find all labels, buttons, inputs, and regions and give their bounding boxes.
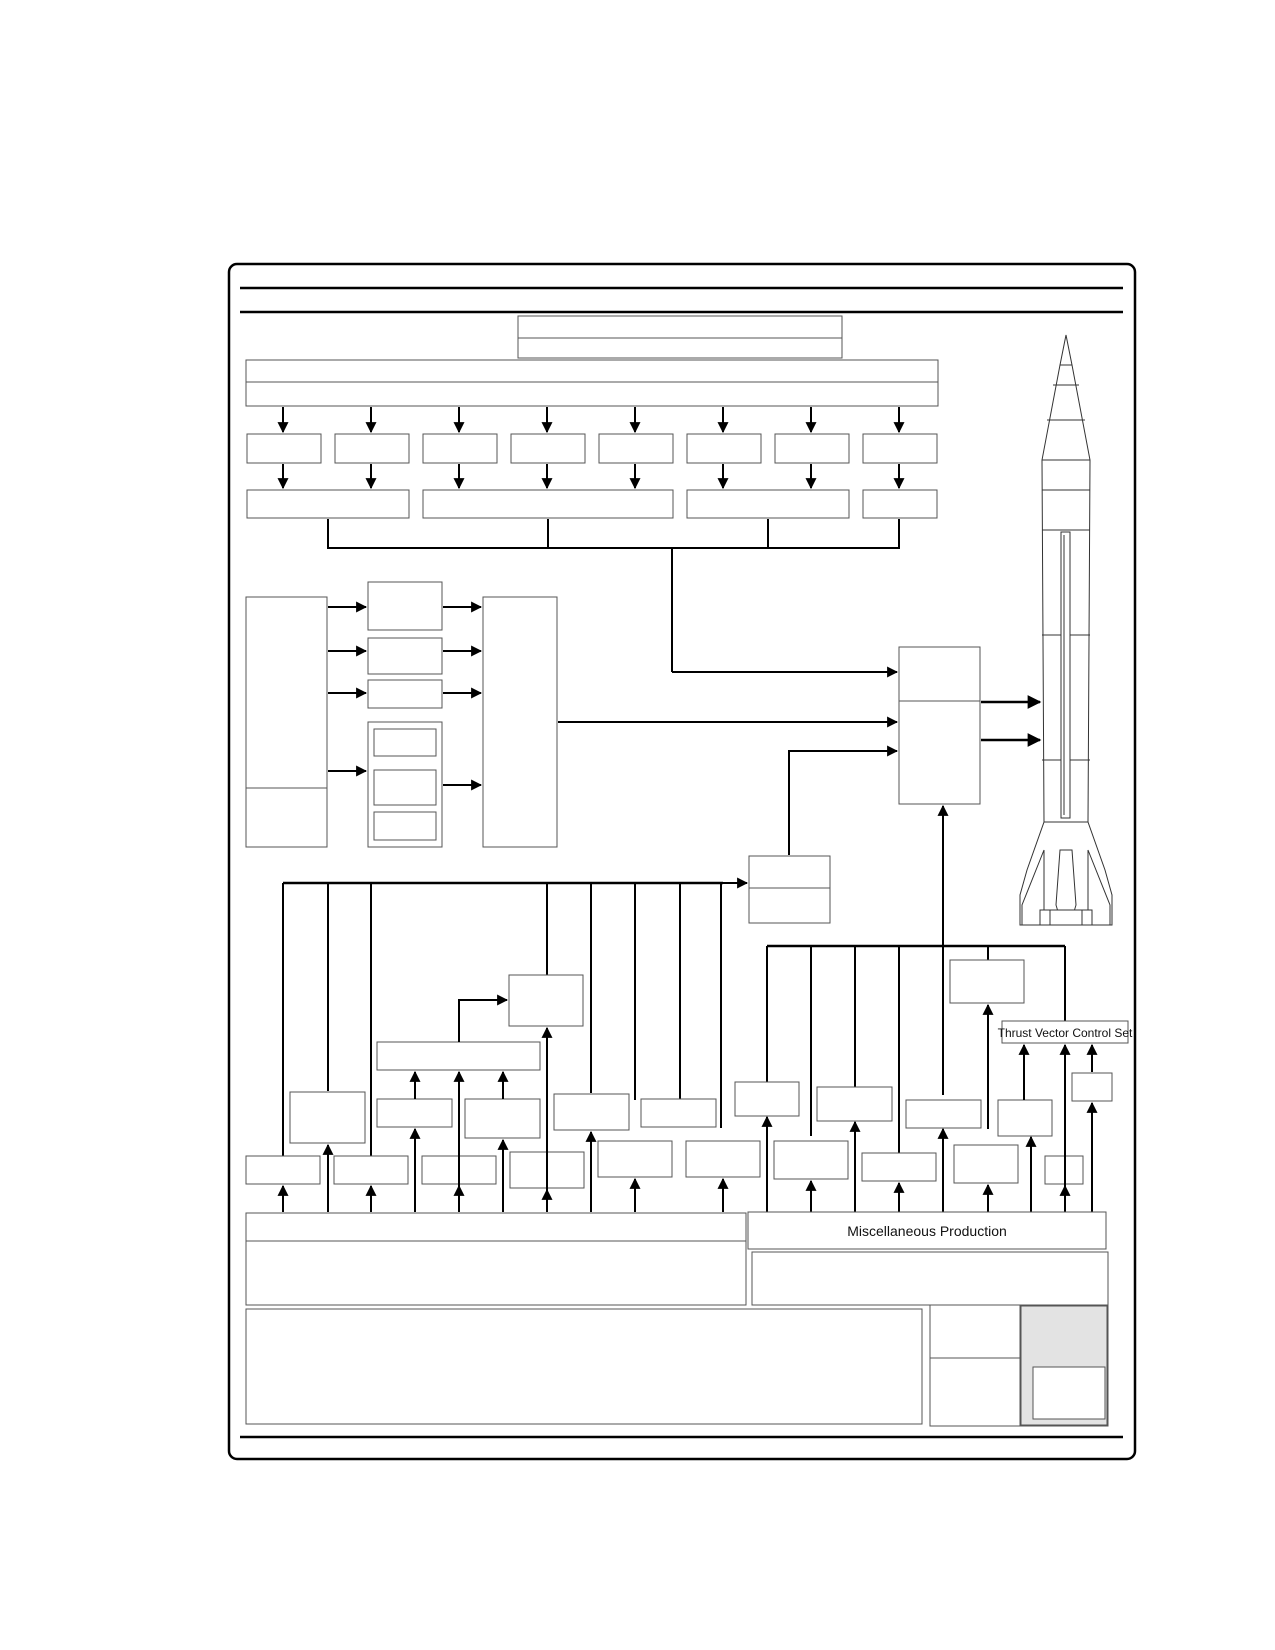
part-box xyxy=(773,1140,849,1180)
subassembly-box xyxy=(816,1086,893,1122)
middle-to-right-arrows xyxy=(443,601,483,791)
part-box xyxy=(953,1144,1019,1184)
part-box xyxy=(245,1155,321,1185)
tvc-set-label: Thrust Vector Control Set xyxy=(998,1026,1133,1040)
left-to-middle-arrows xyxy=(328,601,368,777)
part-box xyxy=(685,1140,761,1178)
left-production-bar xyxy=(245,1212,747,1242)
group-arrows xyxy=(277,464,905,490)
outer-frame xyxy=(227,262,1137,1461)
part-box xyxy=(597,1140,673,1178)
missile-illustration xyxy=(1019,334,1113,926)
subassembly-box xyxy=(508,974,584,1027)
left-up-arrows xyxy=(277,1026,729,1212)
subassembly-box xyxy=(464,1098,541,1139)
final-assembly-box xyxy=(898,646,981,805)
left-tall-box xyxy=(245,596,328,848)
upper-box xyxy=(686,433,762,464)
intermediate-box xyxy=(748,855,831,924)
right-tall-box xyxy=(482,596,558,848)
group-box xyxy=(422,489,674,519)
subassembly-box xyxy=(553,1093,630,1131)
misc-production-panel xyxy=(751,1251,1109,1306)
mid-sub-box xyxy=(373,728,437,757)
right-bus-drops xyxy=(766,946,1066,1153)
mid-box xyxy=(367,637,443,675)
bottom-panels xyxy=(245,1304,1109,1427)
inset-box xyxy=(1032,1366,1106,1420)
subassembly-box xyxy=(905,1099,982,1129)
part-box xyxy=(333,1155,409,1185)
assembly-to-missile-arrows xyxy=(981,695,1042,747)
left-lower-boxes xyxy=(245,974,761,1189)
subassembly-box xyxy=(289,1091,366,1144)
mid-sub-box xyxy=(373,811,437,841)
right-lower-boxes xyxy=(734,959,1129,1185)
upper-box xyxy=(422,433,498,464)
upper-box xyxy=(862,433,938,464)
upper-component-row xyxy=(246,433,938,464)
middle-column xyxy=(367,581,443,848)
subassembly-box xyxy=(734,1081,800,1117)
intermediate-to-assembly-arrow xyxy=(788,745,899,855)
group-box xyxy=(686,489,850,519)
group-bracket xyxy=(327,519,900,672)
top-header-band xyxy=(245,359,939,407)
right-up-arrows xyxy=(761,1003,1098,1212)
title-box xyxy=(517,315,843,359)
group-box xyxy=(862,489,938,519)
group-box xyxy=(246,489,410,519)
left-bus-drops xyxy=(282,883,722,1158)
subassembly-box xyxy=(949,959,1025,1004)
subassembly-box xyxy=(376,1098,453,1128)
part-box xyxy=(861,1152,937,1182)
left-production-panel xyxy=(245,1240,747,1306)
subassembly-box xyxy=(376,1041,541,1071)
production-bars xyxy=(245,1211,1109,1306)
mid-box xyxy=(367,581,443,631)
misc-production-label: Miscellaneous Production xyxy=(847,1223,1007,1239)
subassembly-box xyxy=(997,1099,1053,1137)
upper-box xyxy=(774,433,850,464)
mid-box xyxy=(367,679,443,709)
to-subassembly-arrow xyxy=(458,994,509,1042)
group-row xyxy=(246,489,938,519)
upper-box xyxy=(510,433,586,464)
upper-arrows xyxy=(277,407,905,434)
misc-production-bar xyxy=(747,1211,1107,1250)
tvc-set-box xyxy=(1001,1020,1129,1044)
upper-box xyxy=(246,433,322,464)
mid-sub-box xyxy=(373,769,437,806)
subassembly-box xyxy=(640,1098,717,1128)
subassembly-box xyxy=(1071,1072,1113,1102)
notes-panel xyxy=(245,1308,923,1425)
upper-box xyxy=(598,433,674,464)
upper-box xyxy=(334,433,410,464)
